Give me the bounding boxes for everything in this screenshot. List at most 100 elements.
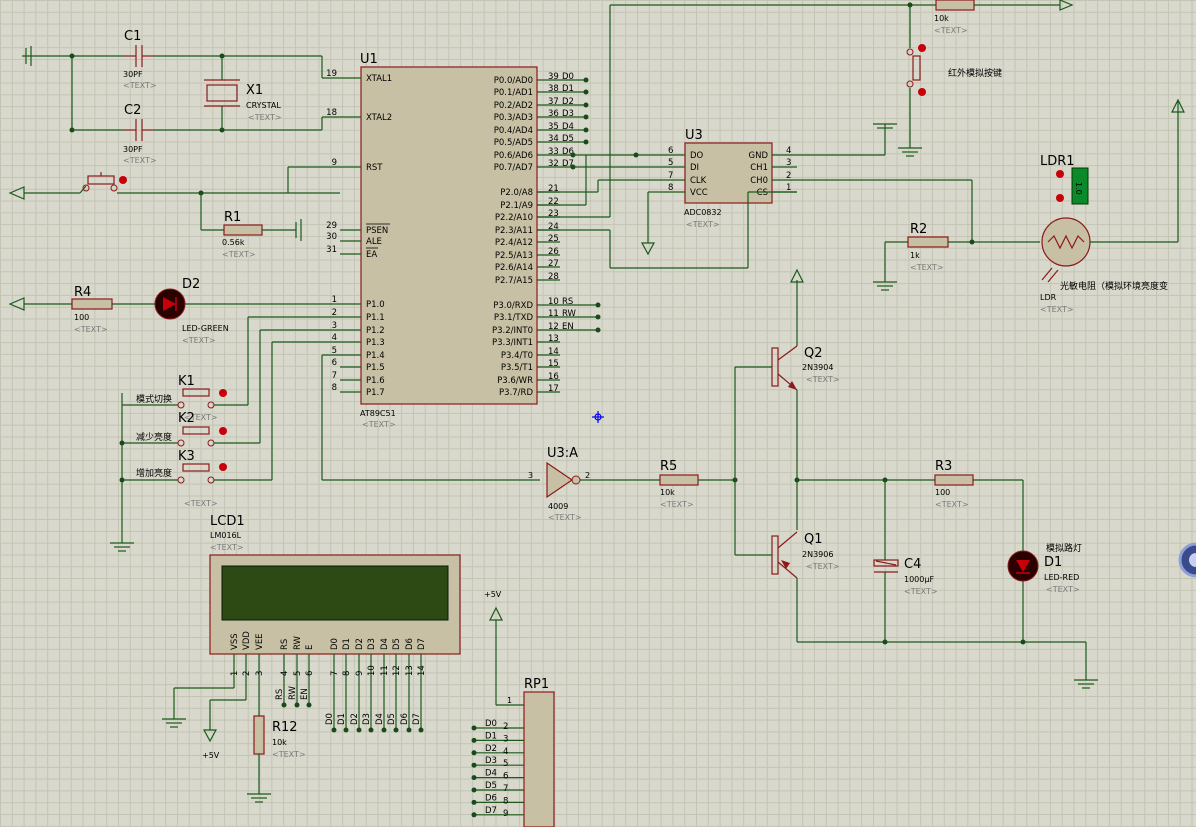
lcd-net-label: RS xyxy=(275,689,285,700)
u1-pin-num: 14 xyxy=(548,347,559,357)
rp1-net-label: D6 xyxy=(485,793,497,803)
net-junction xyxy=(368,727,374,733)
lcd-pin-num: 6 xyxy=(305,671,315,676)
lcd-pin-name: RW xyxy=(293,635,303,650)
u1-net-label: D0 xyxy=(562,72,574,82)
u1-pin-name: P0.0/AD0 xyxy=(494,76,533,86)
u1-pin-num: 23 xyxy=(548,209,559,219)
driver-circuit: R5 10k <TEXT> Q2 2N3904 <TEXT> Q1 2N3906… xyxy=(580,268,1098,689)
lcd-screen xyxy=(221,565,449,621)
rp1-pin-num: 4 xyxy=(503,747,508,757)
ldr-meter[interactable] xyxy=(1071,167,1089,205)
lcd-pin-name: D3 xyxy=(367,638,377,650)
u1-net-label: D2 xyxy=(562,97,574,107)
u3-pin-name: VCC xyxy=(690,188,708,198)
ir-key-button[interactable] xyxy=(912,55,921,81)
edge-widget-icon[interactable] xyxy=(1178,542,1196,578)
u1-pin-num: 19 xyxy=(326,69,337,79)
lcd-module[interactable]: LCD1 LM016L <TEXT> VSS1VDD2VEE3RS4RW5E6D… xyxy=(209,514,461,733)
u3a-in-pin: 3 xyxy=(528,471,533,480)
inverter-u3a[interactable]: U3:A 3 2 4009 <TEXT> xyxy=(528,446,590,522)
net-junction xyxy=(406,727,412,733)
r2-text: <TEXT> xyxy=(910,263,944,272)
u1-pin-name: P3.4/T0 xyxy=(501,351,533,361)
u1-pin-num: 16 xyxy=(548,372,559,382)
r5-ref: R5 xyxy=(660,459,677,474)
key-circuits: K1 模式切换 <TEXT> K2 减少亮度 K3 增加亮度 <TEXT> xyxy=(110,316,540,552)
u1-pin-name: P3.2/INT0 xyxy=(492,326,533,336)
u1-pin-num: 26 xyxy=(548,247,559,257)
u1-ref: U1 xyxy=(360,52,378,67)
lcd-pin-name: VEE xyxy=(255,633,265,650)
r3-text: <TEXT> xyxy=(935,500,969,509)
u1-pin-num: 7 xyxy=(332,371,337,381)
ir-key-note: 红外模拟按键 xyxy=(948,67,1002,79)
lcd-pins: VSS1VDD2VEE3RS4RW5E6D07D18D29D310D411D51… xyxy=(230,631,427,676)
r-top-text: <TEXT> xyxy=(934,26,968,35)
net-junction xyxy=(393,727,399,733)
u1-pin-name: P0.7/AD7 xyxy=(494,163,533,173)
u1-pin-name: P2.5/A13 xyxy=(495,251,533,261)
lcd-ref: LCD1 xyxy=(210,514,245,529)
r12-text: <TEXT> xyxy=(272,750,306,759)
c1-text: <TEXT> xyxy=(123,81,157,90)
ldr-body[interactable] xyxy=(1041,217,1091,267)
k1-button[interactable] xyxy=(182,388,210,397)
u1-pin-num: 10 xyxy=(548,297,559,307)
u1-pin-num: 22 xyxy=(548,197,559,207)
k2-ref: K2 xyxy=(178,411,195,426)
lcd-pin-num: 14 xyxy=(417,665,427,676)
d2-ref: D2 xyxy=(182,277,200,292)
r-top-value: 10k xyxy=(934,14,949,23)
d2-text: <TEXT> xyxy=(182,336,216,345)
q2-text: <TEXT> xyxy=(806,375,840,384)
u3-pin-num: 8 xyxy=(668,183,673,193)
u1-pin-name: P3.3/INT1 xyxy=(492,338,533,348)
u3-pin-name: CH1 xyxy=(750,163,768,173)
lcd-pin-num: 13 xyxy=(405,665,415,676)
u1-pin-name: P2.1/A9 xyxy=(500,201,533,211)
u1-pin-num: 6 xyxy=(332,358,337,368)
lcd-net-label: D2 xyxy=(350,713,360,725)
reset-button[interactable] xyxy=(87,175,115,185)
k2-button[interactable] xyxy=(182,426,210,435)
u1-pin-num: 4 xyxy=(332,333,337,343)
net-junction xyxy=(471,787,477,793)
lcd-net-label: D6 xyxy=(400,713,410,725)
u1-pin-num: 5 xyxy=(332,346,337,356)
d2-value: LED-GREEN xyxy=(182,324,229,333)
oscillator-circuit: C1 30PF <TEXT> C2 30PF <TEXT> X1 CRYSTAL… xyxy=(22,29,340,165)
rp1-pin1: 1 xyxy=(507,696,512,705)
u1-pin-name: P3.5/T1 xyxy=(501,363,533,373)
u1-pin-num: 27 xyxy=(548,259,559,269)
u1-pin-name: P3.6/WR xyxy=(497,376,533,386)
q1-value: 2N3906 xyxy=(802,550,833,559)
lcd-net-label: D4 xyxy=(375,713,385,725)
k1-note: 模式切换 xyxy=(136,393,172,405)
k3-text: <TEXT> xyxy=(184,499,218,508)
u3-pin-name: DI xyxy=(690,163,699,173)
k3-button[interactable] xyxy=(182,463,210,472)
ldr1-ref: LDR1 xyxy=(1040,154,1075,169)
lcd-pin-num: 9 xyxy=(355,671,365,676)
c1-ref: C1 xyxy=(124,29,141,44)
k3-note: 增加亮度 xyxy=(136,467,172,479)
rp1-pin-num: 7 xyxy=(503,784,508,794)
u1-pin-name: P1.3 xyxy=(366,338,385,348)
u1-pin-num: 33 xyxy=(548,147,559,157)
rp1-pin-num: 9 xyxy=(503,809,508,819)
ldr-circuit: R2 1k <TEXT> LDR1 1.0 LDR <TEXT> 光敏电阻（模拟… xyxy=(873,98,1185,314)
u1-net-label: D5 xyxy=(562,134,574,144)
u1-pin-num: 37 xyxy=(548,97,559,107)
lcd-pin-name: D7 xyxy=(417,638,427,650)
k2-note: 减少亮度 xyxy=(136,431,172,443)
net-junction xyxy=(471,799,477,805)
u1-pin-num: 17 xyxy=(548,384,559,394)
u3-pin-num: 4 xyxy=(786,146,791,156)
u3-pin-num: 1 xyxy=(786,183,791,193)
net-junction xyxy=(343,727,349,733)
u3-pin-num: 2 xyxy=(786,171,791,181)
